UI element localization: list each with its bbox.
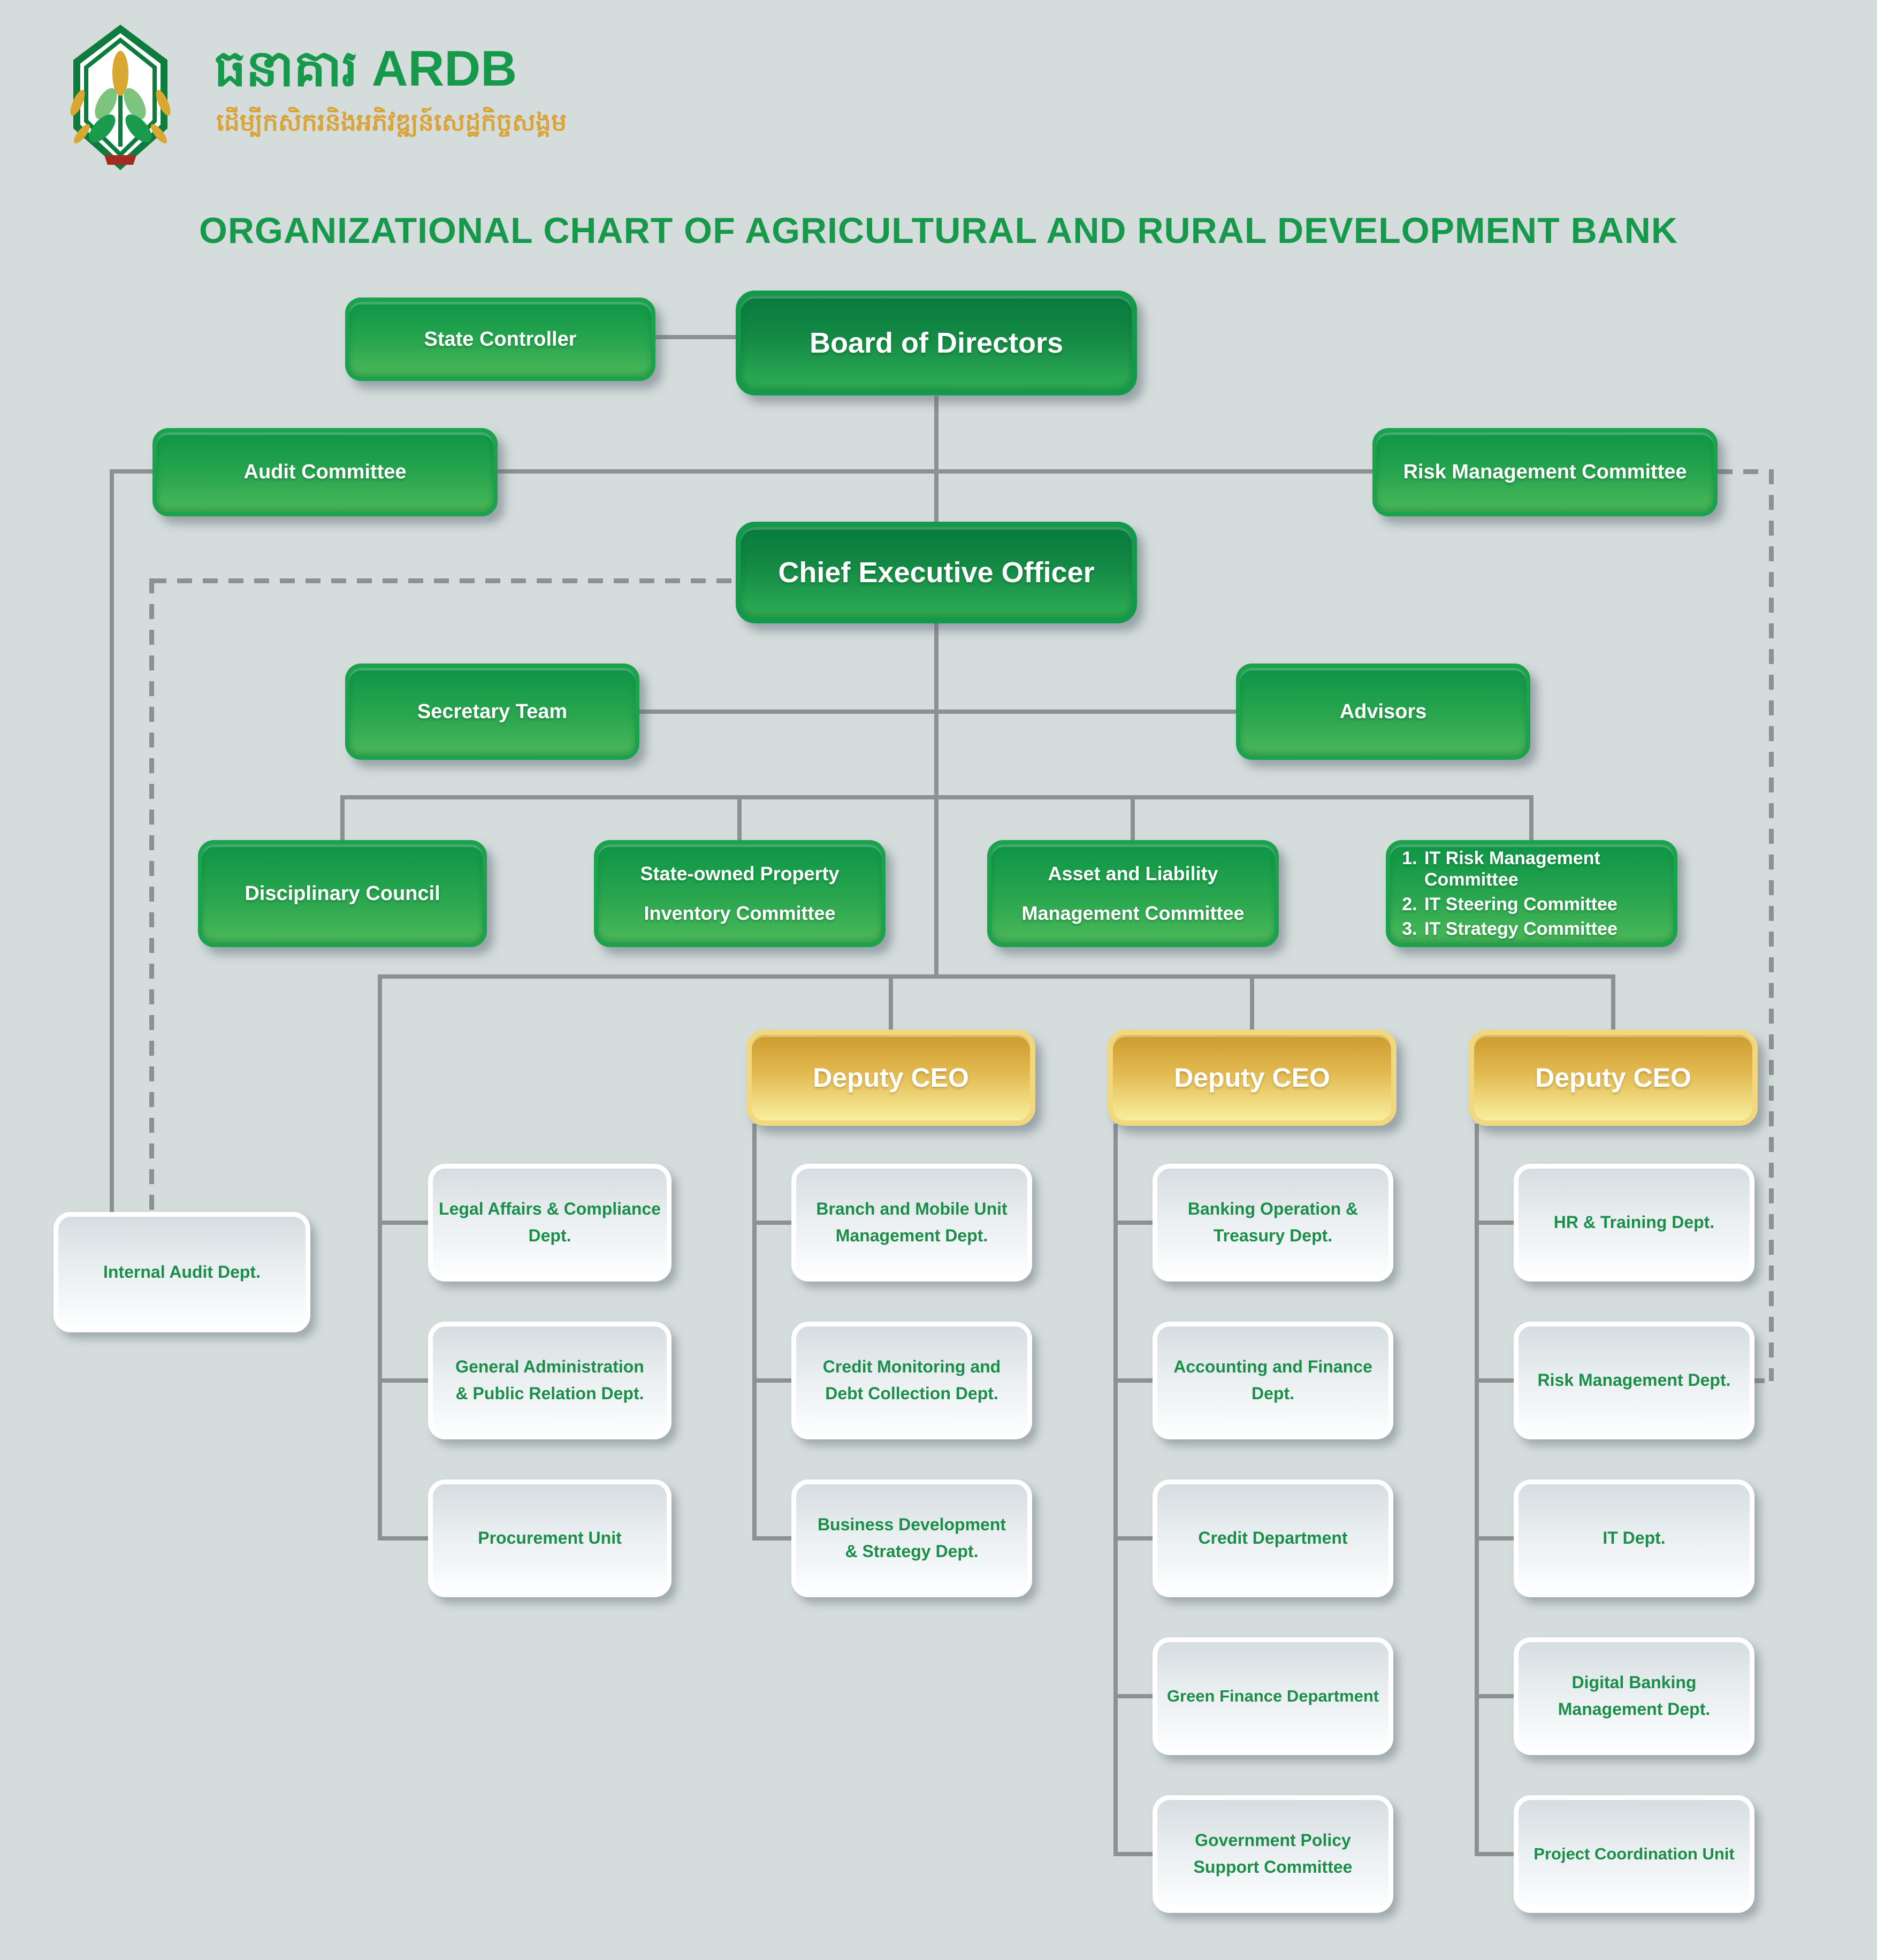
node-banking-operation: Banking Operation & Treasury Dept. [1153,1164,1393,1282]
connector-council-row [340,795,1533,799]
node-state-controller: State Controller [345,298,655,381]
dashed-rmc-right [1718,469,1774,474]
stub-project-coordination [1475,1852,1514,1856]
node-credit-monitoring: Credit Monitoring and Debt Collection De… [791,1322,1032,1439]
connector-col1-spine [752,1124,757,1540]
node-project-coordination: Project Coordination Unit [1514,1795,1754,1913]
connector-col3-spine [1475,1124,1479,1856]
it-committee-item: IT Strategy Committee [1422,918,1673,940]
node-it-dept: IT Dept. [1514,1479,1754,1597]
node-risk-management-committee: Risk Management Committee [1372,428,1718,516]
connector-drop-itcommittees [1529,795,1533,842]
node-state-owned-property: State-owned Property Inventory Committee [594,840,886,947]
stub-general-admin [378,1378,430,1383]
node-branch-mobile: Branch and Mobile Unit Management Dept. [791,1164,1032,1282]
connector-drop-disciplinary [340,795,345,842]
node-risk-management-dept: Risk Management Dept. [1514,1322,1754,1439]
stub-credit-monitoring [752,1378,791,1383]
stub-legal-affairs [378,1221,430,1225]
node-digital-banking: Digital Banking Management Dept. [1514,1637,1754,1755]
dashed-rmc-drop [1769,469,1774,1381]
stub-credit-dept [1113,1536,1153,1540]
connector-middle-spine [378,974,382,1540]
it-committee-item: IT Steering Committee [1422,894,1673,915]
node-green-finance: Green Finance Department [1153,1637,1393,1755]
stub-accounting [1113,1378,1153,1383]
connector-statecontroller-board [655,335,736,339]
node-internal-audit: Internal Audit Dept. [54,1212,310,1332]
node-it-committees: IT Risk Management Committee IT Steering… [1386,840,1677,947]
brand-name: ធនាគារ ARDB [214,40,517,96]
node-secretary-team: Secretary Team [345,663,639,760]
node-board-of-directors: Board of Directors [736,291,1137,395]
connector-col2-spine [1113,1124,1118,1856]
node-government-policy: Government Policy Support Committee [1153,1795,1393,1913]
connector-committee-row [110,469,1372,474]
node-disciplinary-council: Disciplinary Council [198,840,487,947]
node-business-development: Business Development & Strategy Dept. [791,1479,1032,1597]
connector-drop-deputy2 [1250,974,1254,1029]
connector-drop-deputy1 [889,974,893,1029]
connector-drop-assetliability [1131,795,1135,842]
node-procurement: Procurement Unit [428,1479,672,1597]
brand-tagline: ដើម្បីកសិករនិងអភិវឌ្ឍន៍សេដ្ឋកិច្ចសង្គម [216,108,567,136]
node-deputy-ceo-1: Deputy CEO [746,1029,1035,1126]
it-committee-item: IT Risk Management Committee [1422,848,1673,890]
stub-it-dept [1475,1536,1514,1540]
stub-risk-mgmt-dept [1475,1378,1514,1383]
connector-board-ceo [934,396,938,522]
connector-ceo-spine [934,623,938,977]
stub-business-dev [752,1536,791,1540]
connector-audit-drop [110,469,114,1212]
stub-branch-mobile [752,1221,791,1225]
connector-drop-deputy3 [1611,974,1615,1029]
node-ceo: Chief Executive Officer [736,522,1137,623]
node-advisors: Advisors [1236,663,1530,760]
node-credit-department: Credit Department [1153,1479,1393,1597]
node-asset-liability: Asset and Liability Management Committee [987,840,1279,947]
dashed-into-risk-dept [1750,1378,1774,1383]
connector-drop-stateowned [737,795,742,842]
node-deputy-ceo-3: Deputy CEO [1469,1029,1758,1126]
stub-procurement [378,1536,430,1540]
page-title: ORGANIZATIONAL CHART OF AGRICULTURAL AND… [199,210,1678,251]
ardb-logo-icon [70,25,171,170]
dashed-ceo-internal-audit [149,578,154,1212]
dashed-ceo-left [151,578,736,583]
node-hr-training: HR & Training Dept. [1514,1164,1754,1282]
stub-hr-training [1475,1221,1514,1225]
node-accounting-finance: Accounting and Finance Dept. [1153,1322,1393,1439]
stub-green-finance [1113,1694,1153,1698]
node-legal-affairs: Legal Affairs & Compliance Dept. [428,1164,672,1282]
stub-govt-policy [1113,1852,1153,1856]
stub-digital-banking [1475,1694,1514,1698]
node-audit-committee: Audit Committee [152,428,498,516]
node-deputy-ceo-2: Deputy CEO [1108,1029,1397,1126]
connector-deputy-row [378,974,1615,979]
it-committee-list: IT Risk Management Committee IT Steering… [1390,844,1673,943]
node-general-admin: General Administration & Public Relation… [428,1322,672,1439]
stub-banking-operation [1113,1221,1153,1225]
